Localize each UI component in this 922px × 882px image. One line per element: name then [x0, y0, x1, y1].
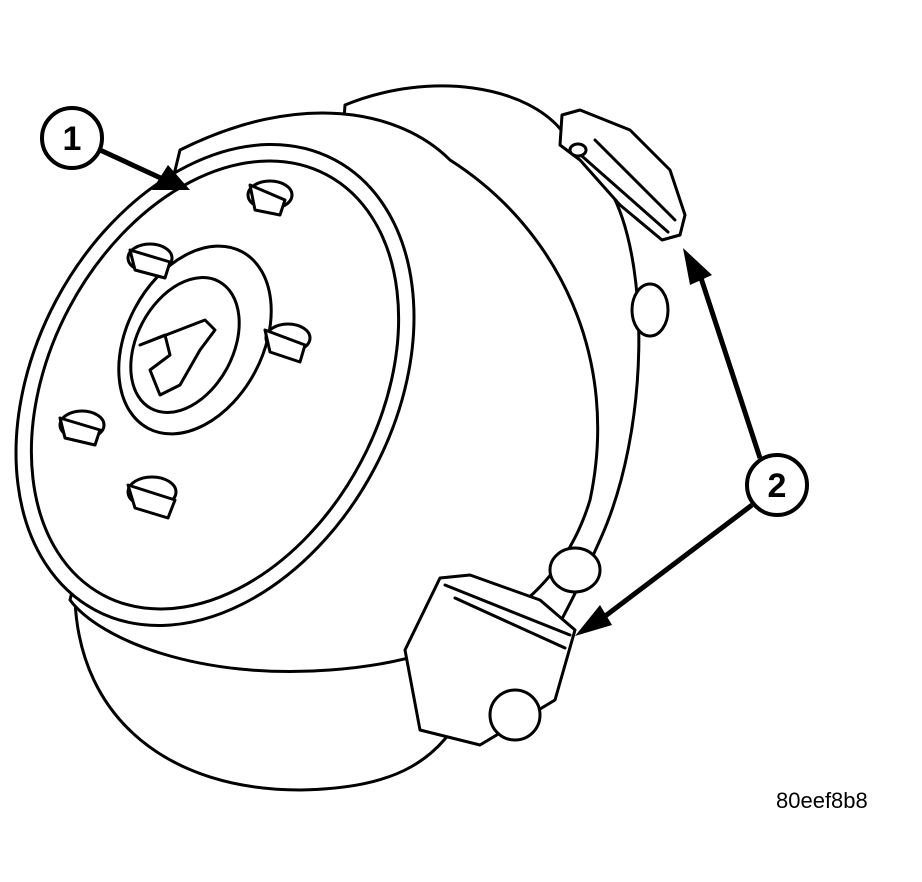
guide-pin-boss [630, 282, 670, 338]
wheel-stud [263, 322, 312, 364]
callout-2-leader-lower [598, 503, 754, 622]
guide-pin-boss [548, 546, 602, 594]
callout-1-arrowhead [152, 165, 190, 190]
callout-2-circle [745, 453, 809, 517]
callout-1-leader [98, 147, 167, 183]
callout-2-arrowhead-lower [575, 605, 612, 636]
rotor-face-inner-rim [29, 159, 401, 611]
callout-1-label: 1 [63, 120, 82, 158]
callout-2-leader-upper [697, 274, 763, 459]
callout-2-arrowhead-upper [683, 248, 712, 285]
callout-1-circle [40, 106, 104, 170]
callout-2-label: 2 [768, 467, 787, 505]
wheel-stud [58, 409, 106, 447]
wheel-stud [126, 475, 178, 520]
wheel-stud [126, 242, 174, 280]
wheel-stud [246, 179, 294, 217]
figure-id: 80eef8b8 [776, 788, 868, 813]
hub-keyway [138, 318, 217, 397]
